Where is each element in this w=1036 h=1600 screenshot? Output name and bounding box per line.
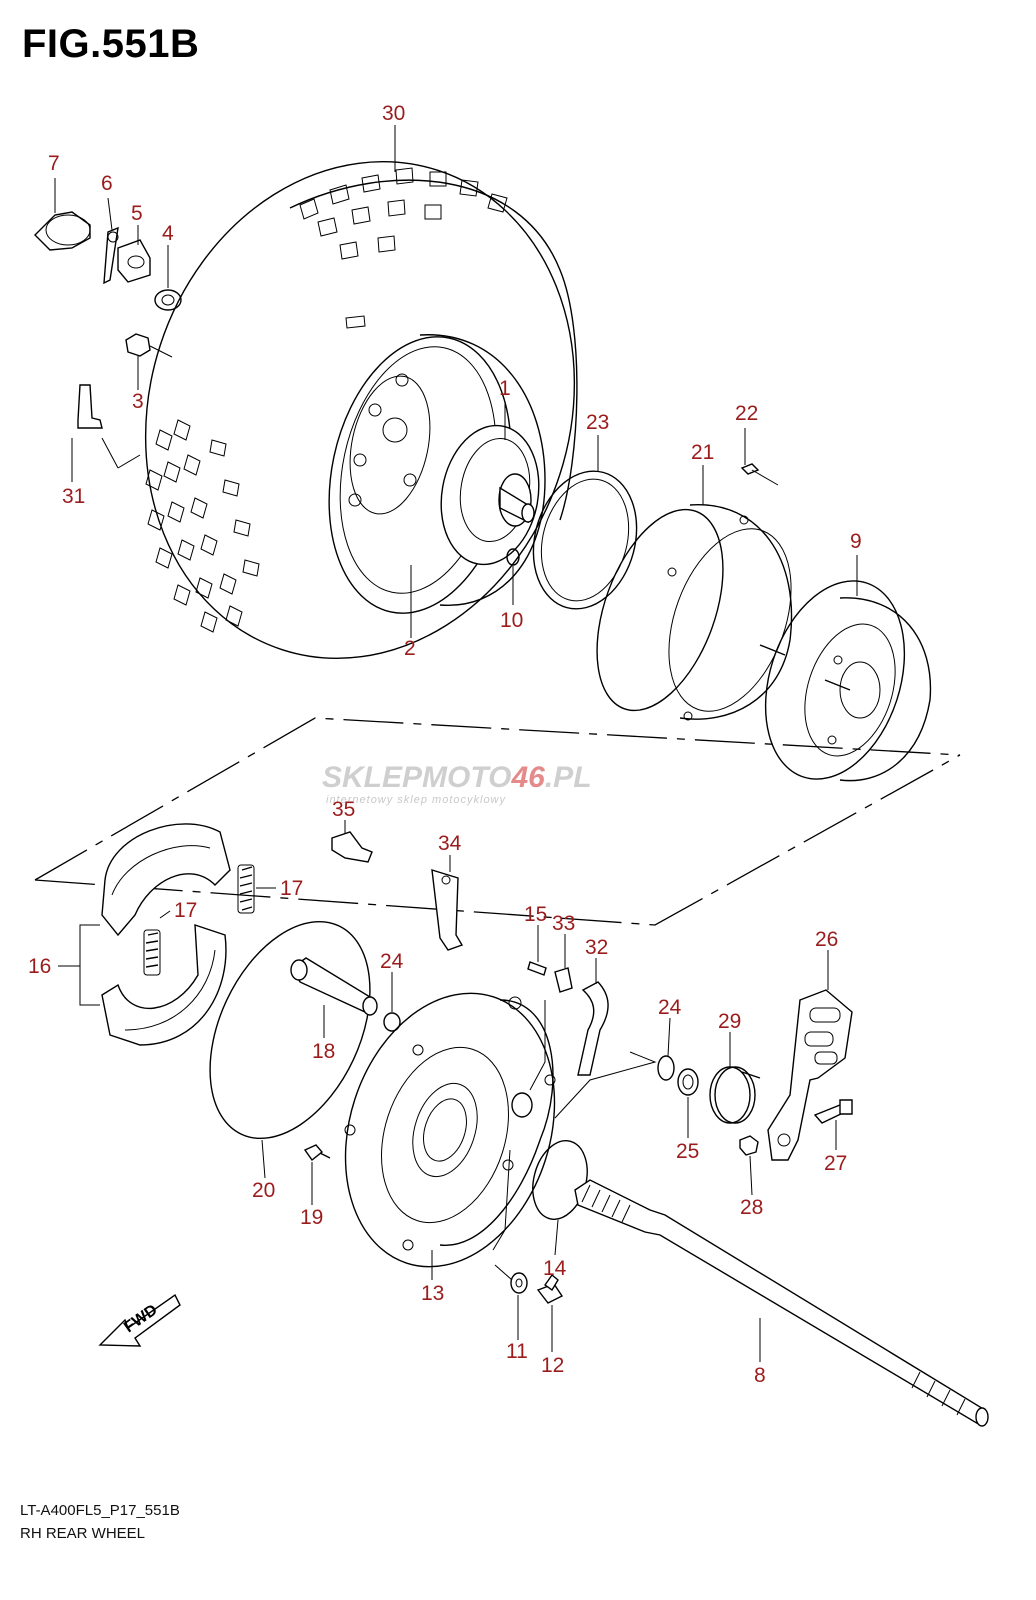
callout-21: 21 xyxy=(691,441,714,464)
callout-31: 31 xyxy=(62,485,85,508)
spring-17a xyxy=(237,864,255,914)
callout-16: 16 xyxy=(28,955,51,978)
washer-4 xyxy=(154,289,182,311)
callout-10: 10 xyxy=(500,609,523,632)
valve-31 xyxy=(77,384,141,469)
watermark: SKLEPMOTO46.PL internetowy sklep motocyk… xyxy=(322,761,592,806)
callout-33: 33 xyxy=(552,912,575,935)
o-ring-24b xyxy=(657,1055,675,1081)
callout-18: 18 xyxy=(312,1040,335,1063)
seal-23 xyxy=(532,470,638,610)
callout-13: 13 xyxy=(421,1282,444,1305)
callout-24a: 24 xyxy=(380,950,404,973)
callout-32: 32 xyxy=(585,936,608,959)
callout-24b: 24 xyxy=(658,996,682,1019)
assembly-name: RH REAR WHEEL xyxy=(20,1525,146,1542)
callout-26: 26 xyxy=(815,928,838,951)
clip-35 xyxy=(331,831,373,863)
axle-8 xyxy=(574,1179,989,1427)
callout-17a: 17 xyxy=(280,877,303,900)
o-ring-14 xyxy=(532,1140,588,1220)
leader-lines xyxy=(54,125,858,1362)
callout-29: 29 xyxy=(718,1010,741,1033)
callout-11: 11 xyxy=(506,1340,528,1363)
wheel-hub xyxy=(440,424,540,566)
callout-22: 22 xyxy=(735,402,758,425)
bolt-27 xyxy=(813,1099,853,1124)
washer-25 xyxy=(677,1068,699,1096)
washer-11 xyxy=(510,1272,528,1294)
nut-28 xyxy=(739,1135,759,1156)
callout-labels: 30 7 6 5 4 3 31 1 23 22 21 9 10 2 35 34 … xyxy=(28,102,862,1387)
callout-30: 30 xyxy=(382,102,405,125)
callout-6: 6 xyxy=(101,172,113,195)
drum-cover-21 xyxy=(596,504,793,721)
watermark-brand-suffix: .PL xyxy=(545,761,592,794)
o-ring-24a xyxy=(383,1012,401,1032)
watermark-brand-highlight: 46 xyxy=(510,761,545,794)
bolt-22 xyxy=(740,463,779,486)
callout-20: 20 xyxy=(252,1179,275,1202)
figure-title: FIG.551B xyxy=(22,22,200,66)
pin-15 xyxy=(527,961,547,976)
callout-9: 9 xyxy=(850,530,862,553)
brake-drum-9 xyxy=(759,580,932,782)
svg-text:SKLEPMOTO46.PL: SKLEPMOTO46.PL xyxy=(322,761,592,794)
bolt-19 xyxy=(303,1144,331,1162)
hose-32 xyxy=(577,981,609,1076)
callout-14: 14 xyxy=(543,1257,567,1280)
callout-8: 8 xyxy=(754,1364,766,1387)
o-ring-10 xyxy=(506,548,520,566)
callout-7: 7 xyxy=(48,152,60,175)
brake-shoe-upper xyxy=(101,823,231,937)
callout-1: 1 xyxy=(499,377,511,400)
callout-35: 35 xyxy=(332,798,355,821)
castle-nut-5 xyxy=(117,239,151,283)
cotter-pin-6 xyxy=(103,226,119,285)
callout-34: 34 xyxy=(438,832,462,855)
callout-17b: 17 xyxy=(174,899,197,922)
direction-arrow-icon: FWD xyxy=(98,1293,181,1347)
callout-12: 12 xyxy=(541,1354,564,1377)
callout-19: 19 xyxy=(300,1206,323,1229)
clip-33 xyxy=(554,967,573,993)
brake-panel-13 xyxy=(344,992,556,1268)
lever-34 xyxy=(431,869,464,951)
callout-15: 15 xyxy=(524,903,547,926)
callout-3: 3 xyxy=(132,390,144,413)
callout-25: 25 xyxy=(676,1140,699,1163)
spring-17b xyxy=(143,929,161,976)
callout-27: 27 xyxy=(824,1152,847,1175)
spring-29 xyxy=(709,1066,761,1124)
nut-3 xyxy=(125,333,173,358)
brake-shoe-lower xyxy=(101,924,227,1046)
model-code: LT-A400FL5_P17_551B xyxy=(20,1502,180,1519)
o-ring-20 xyxy=(209,920,371,1140)
callout-2: 2 xyxy=(404,637,416,660)
bolt-12 xyxy=(536,1273,564,1304)
watermark-tagline: internetowy sklep motocyklowy xyxy=(326,794,507,806)
watermark-brand-prefix: SKLEPMOTO xyxy=(322,761,511,794)
bracket-16 xyxy=(58,924,100,1006)
callout-4: 4 xyxy=(162,222,174,245)
callout-28: 28 xyxy=(740,1196,763,1219)
callout-5: 5 xyxy=(131,202,143,225)
cam-shaft-18 xyxy=(290,957,378,1016)
callout-23: 23 xyxy=(586,411,609,434)
brake-arm-26 xyxy=(767,989,853,1161)
tire xyxy=(144,161,578,659)
cap-7 xyxy=(34,211,91,251)
assembly-frame xyxy=(34,717,961,926)
